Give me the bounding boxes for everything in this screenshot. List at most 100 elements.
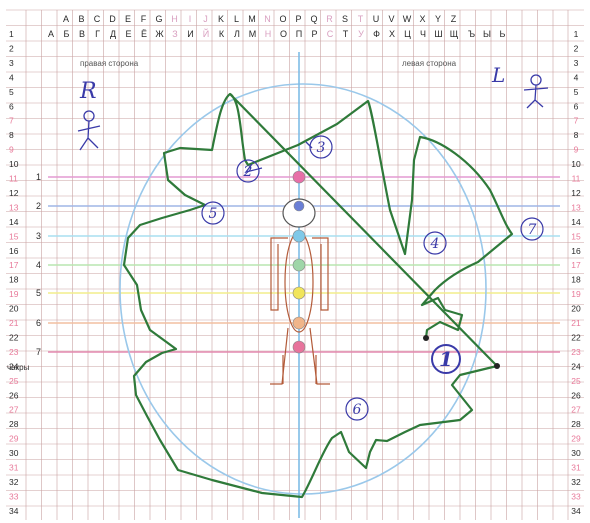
row-number-left: 23 [9, 347, 19, 357]
cyrillic-column-letter: Ц [404, 29, 411, 39]
cyrillic-column-letter: У [358, 29, 364, 39]
row-number-right: 27 [571, 405, 581, 415]
latin-column-letter: O [279, 14, 286, 24]
latin-column-letter: F [141, 14, 147, 24]
latin-column-letter: X [419, 14, 425, 24]
row-number-left: 8 [9, 130, 14, 140]
row-number-right: 3 [574, 58, 579, 68]
row-number-right: 14 [571, 217, 581, 227]
row-number-right: 15 [571, 231, 581, 241]
latin-column-letter: W [403, 14, 412, 24]
row-number-right: 22 [571, 332, 581, 342]
cyrillic-column-letter: П [296, 29, 302, 39]
row-number-left: 34 [9, 506, 19, 516]
row-number-left: 9 [9, 145, 14, 155]
cyrillic-column-letter: К [219, 29, 225, 39]
row-number-right: 11 [572, 174, 581, 184]
latin-column-letter: Q [310, 14, 317, 24]
row-number-right: 32 [571, 477, 581, 487]
cyrillic-column-letter: З [172, 29, 177, 39]
row-number-left: 5 [9, 87, 14, 97]
zone-number: 7 [528, 222, 537, 238]
row-number-right: 9 [574, 145, 579, 155]
latin-column-letter: P [295, 14, 301, 24]
zone-number: 6 [353, 402, 362, 418]
cyrillic-column-letter: М [249, 29, 257, 39]
cyrillic-column-letter: Д [110, 29, 116, 39]
cyrillic-column-letter: В [79, 29, 85, 39]
r-letter: R [79, 79, 97, 104]
chakra-dot [293, 171, 305, 183]
cyrillic-column-letter: И [187, 29, 193, 39]
row-number-left: 31 [9, 463, 19, 473]
chakras-label: чакры [7, 363, 30, 372]
cyrillic-column-letter: Ь [500, 29, 506, 39]
latin-column-letter: R [326, 14, 333, 24]
row-number-right: 31 [571, 463, 581, 473]
row-number-left: 22 [9, 332, 19, 342]
latin-column-letter: B [78, 14, 84, 24]
right-side-label: правая сторона [80, 59, 139, 68]
cyrillic-column-letter: О [280, 29, 287, 39]
row-number-left: 7 [9, 116, 14, 126]
latin-column-letter: U [373, 14, 380, 24]
row-number-right: 13 [571, 202, 581, 212]
cyrillic-column-letter: Й [203, 28, 209, 39]
row-number-left: 10 [9, 159, 19, 169]
cyrillic-column-letter: Н [265, 29, 272, 39]
row-number-right: 12 [571, 188, 581, 198]
chakra-number: 3 [36, 231, 41, 241]
row-number-left: 32 [9, 477, 19, 487]
latin-column-letter: T [358, 14, 364, 24]
row-number-right: 20 [571, 304, 581, 314]
chakra-number: 7 [36, 347, 41, 357]
row-number-left: 15 [9, 231, 19, 241]
chakra-number: 1 [36, 172, 41, 182]
zone-number: 3 [317, 140, 326, 156]
chakra-number: 4 [36, 260, 41, 270]
row-number-right: 33 [571, 491, 581, 501]
latin-column-letter: M [248, 14, 256, 24]
row-number-right: 17 [571, 260, 581, 270]
cyrillic-column-letter: Т [343, 29, 349, 39]
chakra-dot [293, 259, 305, 271]
cyrillic-column-letter: Е [125, 29, 131, 39]
latin-column-letter: G [155, 14, 162, 24]
row-number-left: 16 [9, 246, 19, 256]
row-number-right: 19 [571, 289, 581, 299]
cyrillic-column-letter: Ъ [468, 29, 475, 39]
cyrillic-column-letter: А [48, 29, 54, 39]
cyrillic-column-letter: Б [64, 29, 70, 39]
row-number-left: 25 [9, 376, 19, 386]
cyrillic-column-letter: Ы [483, 29, 491, 39]
chakra-dot [293, 287, 305, 299]
row-number-left: 4 [9, 72, 14, 82]
row-number-left: 12 [9, 188, 19, 198]
row-number-left: 11 [9, 174, 18, 184]
cyrillic-column-letter: Ч [420, 29, 426, 39]
row-number-right: 29 [571, 434, 581, 444]
row-number-right: 8 [574, 130, 579, 140]
cyrillic-column-letter: Ш [434, 29, 442, 39]
row-number-right: 18 [571, 275, 581, 285]
latin-column-letter: V [388, 14, 394, 24]
latin-column-letter: J [203, 14, 208, 24]
zone-number: 5 [209, 206, 218, 222]
row-number-left: 27 [9, 405, 19, 415]
row-number-right: 4 [574, 72, 579, 82]
chakra-number: 6 [36, 318, 41, 328]
row-number-left: 20 [9, 304, 19, 314]
latin-column-letter: Y [435, 14, 441, 24]
cyrillic-column-letter: Щ [450, 29, 459, 39]
row-number-left: 33 [9, 491, 19, 501]
chakra-dot [293, 317, 305, 329]
row-number-right: 24 [571, 361, 581, 371]
row-number-left: 14 [9, 217, 19, 227]
cyrillic-column-letter: Ж [155, 29, 164, 39]
row-number-right: 34 [571, 506, 581, 516]
row-number-left: 18 [9, 275, 19, 285]
row-number-left: 19 [9, 289, 19, 299]
latin-column-letter: L [234, 14, 239, 24]
